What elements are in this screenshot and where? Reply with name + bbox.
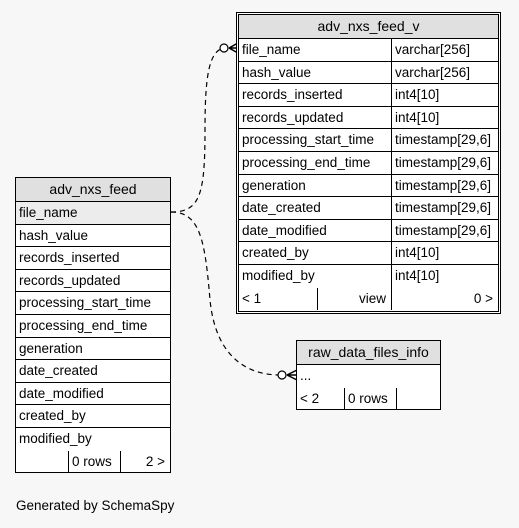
column-name: modified_by [19,430,92,446]
footer-children: 0 > [391,287,498,311]
table-row[interactable]: hash_value [16,225,170,248]
footer-parents [16,451,68,474]
column-name: processing_start_time [242,132,375,148]
column-name: records_updated [242,109,344,125]
column-name: generation [242,177,306,193]
column-type: varchar[256] [391,61,498,84]
table-row[interactable]: date_modified timestamp[29,6] [239,219,498,243]
table-row[interactable]: created_by [16,405,170,428]
column-name: file_name [242,42,301,57]
column-name: generation [19,340,83,356]
table-raw-data-files-info[interactable]: raw_data_files_info ... < 2 0 rows [296,340,441,411]
column-name: records_inserted [19,250,120,266]
table-row[interactable]: records_inserted [16,247,170,270]
table-row[interactable]: date_created timestamp[29,6] [239,197,498,220]
column-type: timestamp[29,6] [391,197,498,219]
table-row[interactable]: records_updated int4[10] [239,106,498,130]
table-row[interactable]: file_name [16,202,170,225]
footer-parents: < 1 [242,290,262,306]
footer-kind: view [317,287,391,311]
link-to-raw [170,211,281,376]
table-adv-nxs-feed[interactable]: adv_nxs_feed file_name hash_value records_… [15,177,171,474]
table-row[interactable]: date_modified [16,383,170,406]
column-type: timestamp[29,6] [391,174,498,197]
link-to-raw-crowfoot-circle [277,370,287,380]
column-type: timestamp[29,6] [391,219,498,242]
column-name: records_updated [19,272,121,288]
column-type: int4[10] [391,264,498,288]
column-type: int4[10] [391,242,498,264]
table-row[interactable]: created_by int4[10] [239,242,498,265]
table-footer: < 2 0 rows [297,387,440,411]
column-name: hash_value [19,227,89,243]
column-name: date_created [19,363,98,379]
table-row[interactable]: processing_end_time [16,315,170,338]
table-row[interactable]: date_created [16,360,170,383]
column-name: date_modified [19,385,104,401]
table-row[interactable]: modified_by int4[10] [239,264,498,288]
table-footer: 0 rows 2 > [16,450,170,474]
footer-parents: < 2 [300,390,320,406]
footer-children [396,387,440,411]
column-name: date_created [242,200,321,216]
table-header: raw_data_files_info [297,341,440,365]
table-row[interactable]: processing_end_time timestamp[29,6] [239,151,498,175]
generated-by-caption: Generated by SchemaSpy [16,498,175,513]
table-row[interactable]: processing_start_time [16,292,170,315]
column-name: modified_by [242,267,315,283]
table-row[interactable]: file_name varchar[256] [239,39,498,62]
link-to-view [170,47,227,213]
table-row[interactable]: generation timestamp[29,6] [239,174,498,198]
column-type: int4[10] [391,106,498,129]
footer-rows: 0 rows [344,387,396,411]
table-row[interactable]: ... [297,365,440,388]
column-name: date_modified [242,222,327,238]
table-row[interactable]: records_inserted int4[10] [239,84,498,107]
column-type: timestamp[29,6] [391,151,498,174]
column-name: processing_end_time [19,317,148,333]
column-type: varchar[256] [391,39,498,61]
column-name: created_by [242,245,309,261]
column-name: ... [300,368,312,383]
column-type: timestamp[29,6] [391,129,498,151]
link-to-raw-crowfoot [286,369,298,381]
table-row[interactable]: processing_start_time timestamp[29,6] [239,129,498,152]
table-row[interactable]: records_updated [16,270,170,293]
column-name: hash_value [242,64,312,80]
footer-children: 2 > [120,450,170,474]
table-row[interactable]: modified_by [16,428,170,451]
column-name: created_by [19,408,86,424]
column-name: processing_start_time [19,295,152,311]
table-row[interactable]: generation [16,338,170,361]
table-header: adv_nxs_feed [16,178,170,202]
column-type: int4[10] [391,84,498,106]
column-name: file_name [19,205,78,220]
column-name: records_inserted [242,87,343,103]
table-header: adv_nxs_feed_v [239,15,498,39]
table-footer: < 1 view 0 > [239,287,498,311]
footer-rows: 0 rows [68,450,120,474]
table-row[interactable]: hash_value varchar[256] [239,61,498,85]
column-name: processing_end_time [242,154,371,170]
link-to-view-crowfoot-circle [219,43,229,53]
